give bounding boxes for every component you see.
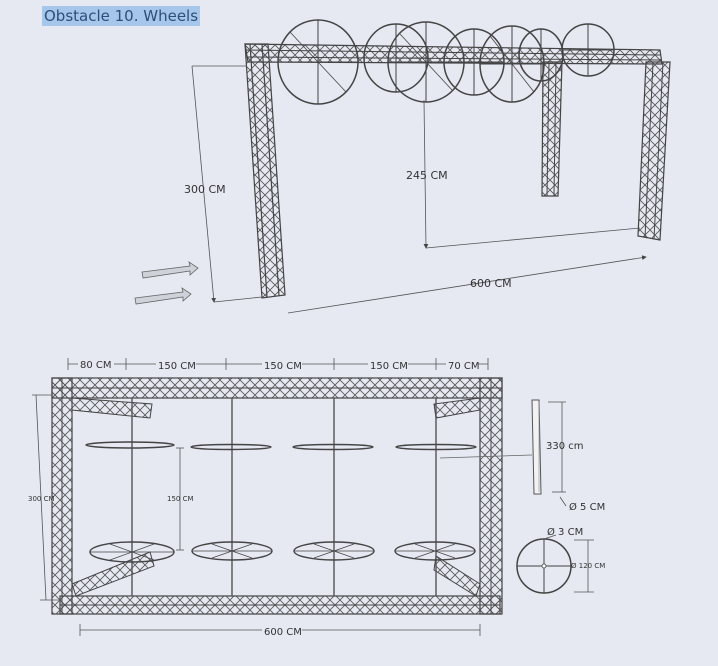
wheel-detail: Ø 3 CM Ø 120 CM [516,526,605,594]
leader-line [439,454,533,459]
entry-arrows-icon [134,261,199,305]
pole-length-label: 330 cm [546,441,584,452]
dim-150-a: 150 CM [158,361,196,372]
wheel-tube-label: Ø 3 CM [547,526,583,538]
top-view: 80 CM 150 CM 150 CM 150 CM 70 CM 300 CM … [28,357,533,638]
lower-wheels [89,541,476,563]
depth-label: 300 CM [28,495,55,503]
depth-dimension [32,394,60,601]
pole-detail: 330 cm Ø 5 CM [531,399,605,513]
top-truss-beam [244,43,663,65]
upper-wheels [85,441,477,451]
wheel [443,28,505,96]
wheel [277,19,359,105]
height-dimension [191,65,263,303]
wheel [479,25,545,103]
page-title: Obstacle 10. Wheels [42,6,201,26]
hanging-wheels [277,19,615,105]
dim-70: 70 CM [448,361,480,372]
inner-dimension [176,447,184,551]
wheel-height-dimension [423,99,641,249]
dim-150-c: 150 CM [370,361,408,372]
height-label: 300 CM [184,183,226,196]
inner-label: 150 CM [167,495,194,503]
wheel [89,541,175,563]
corner-braces [71,397,481,597]
dim-150-b: 150 CM [264,361,302,372]
length-dimension [287,255,647,314]
wheel [191,541,273,561]
wheel [561,23,615,77]
dim-80: 80 CM [80,360,112,371]
wheel [293,541,375,561]
perspective-view: 300 CM 245 CM 600 CM [134,19,671,314]
middle-truss-leg [541,61,563,197]
bottom-length-label: 600 CM [264,627,302,638]
vertical-poles [131,398,437,596]
wheel-height-label: 245 CM [406,169,448,182]
wheel [394,541,476,561]
left-truss-leg [244,43,286,299]
length-label: 600 CM [470,277,512,290]
wheel [363,23,429,93]
right-truss-leg [637,61,671,241]
wheel-diameter-label: Ø 120 CM [571,562,605,570]
pole-diameter-label: Ø 5 CM [569,501,605,513]
